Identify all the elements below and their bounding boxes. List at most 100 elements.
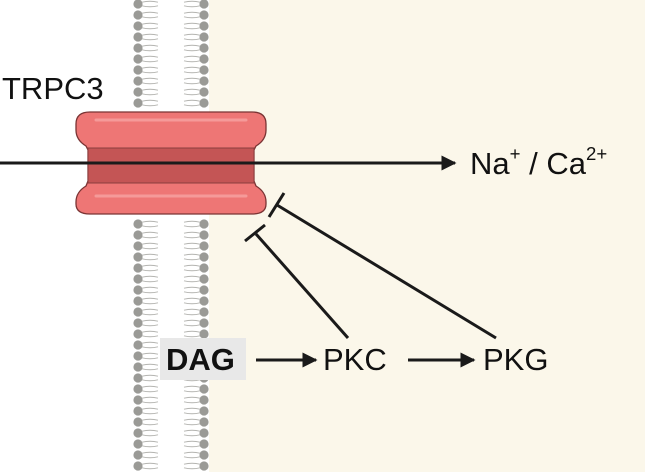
lipid-head — [133, 54, 143, 64]
lipid-tail — [141, 5, 159, 8]
lipid-tail — [183, 220, 201, 223]
lipid-tail — [141, 291, 159, 294]
lipid-tail — [183, 401, 201, 404]
lipid-tail — [183, 451, 201, 454]
lipid-head — [133, 395, 143, 405]
pkg-inhibits-trpc3 — [267, 192, 497, 340]
lipid-tail — [183, 66, 201, 69]
lipid-tail — [141, 253, 159, 256]
lipid-tail — [183, 440, 201, 443]
lipid-tail — [183, 93, 201, 96]
lipid-tail — [141, 22, 159, 25]
inhibition-line — [276, 203, 497, 340]
pkg-label: PKG — [483, 342, 549, 377]
lipid-tail — [183, 418, 201, 421]
lipid-head — [199, 318, 209, 328]
lipid-head — [133, 65, 143, 75]
lipid-tail — [183, 71, 201, 74]
lipid-tail — [141, 286, 159, 289]
dag-label: DAG — [166, 342, 235, 377]
lipid-head — [133, 329, 143, 339]
lipid-tail — [183, 324, 201, 327]
lipid-head — [199, 274, 209, 284]
lipid-tail — [141, 33, 159, 36]
lipid-tail — [141, 264, 159, 267]
lipid-tail — [183, 407, 201, 410]
lipid-head — [199, 461, 209, 471]
lipid-tail — [141, 390, 159, 393]
lipid-tail — [183, 22, 201, 25]
lipid-head — [133, 340, 143, 350]
lipid-tail — [141, 0, 159, 3]
calcium-charge: 2+ — [586, 143, 608, 165]
lipid-head — [133, 406, 143, 416]
lipid-head — [133, 87, 143, 97]
lipid-tail — [141, 445, 159, 448]
lipid-head — [199, 65, 209, 75]
lipid-tail — [183, 77, 201, 80]
lipid-tail — [141, 236, 159, 239]
lipid-head — [133, 307, 143, 317]
lipid-tail — [183, 0, 201, 3]
lipid-tail — [183, 385, 201, 388]
lipid-tail — [141, 412, 159, 415]
lipid-head — [199, 230, 209, 240]
lipid-tail — [141, 379, 159, 382]
lipid-tail — [183, 264, 201, 267]
lipid-tail — [141, 434, 159, 437]
lipid-head — [133, 285, 143, 295]
lipid-tail — [183, 44, 201, 47]
lipid-tail — [141, 242, 159, 245]
lipid-tail — [183, 445, 201, 448]
lipid-head — [133, 230, 143, 240]
lipid-tail — [141, 258, 159, 261]
lipid-tail — [141, 225, 159, 228]
lipid-tail — [183, 308, 201, 311]
lipid-tail — [141, 440, 159, 443]
lipid-tail — [141, 11, 159, 14]
sodium-charge: + — [509, 143, 521, 165]
trpc3-channel — [75, 111, 267, 215]
lipid-tail — [141, 423, 159, 426]
lipid-head — [199, 439, 209, 449]
lipid-tail — [183, 38, 201, 41]
lipid-head — [199, 417, 209, 427]
lipid-tail — [141, 104, 159, 107]
ion-flux-label: Na+ / Ca2+ — [470, 144, 607, 181]
pkc-label: PKC — [323, 342, 387, 377]
lipid-tail — [183, 275, 201, 278]
lipid-head — [133, 296, 143, 306]
lipid-tail — [183, 423, 201, 426]
lipid-head — [199, 0, 209, 9]
lipid-tail — [183, 462, 201, 465]
lipid-tail — [183, 231, 201, 234]
lipid-head — [133, 0, 143, 9]
trpc3-label: TRPC3 — [2, 71, 104, 106]
dag-highlight-box — [160, 338, 246, 380]
lipid-tail — [183, 225, 201, 228]
sodium-ion: Na — [470, 146, 510, 181]
lipid-tail — [183, 55, 201, 58]
lipid-tail — [141, 77, 159, 80]
lipid-head — [199, 406, 209, 416]
lipid-head — [199, 296, 209, 306]
lipid-tail — [183, 412, 201, 415]
lipid-tail — [141, 280, 159, 283]
lipid-head — [133, 373, 143, 383]
lipid-tail — [183, 253, 201, 256]
lipid-tail — [141, 313, 159, 316]
lipid-tail — [183, 297, 201, 300]
lipid-tail — [183, 88, 201, 91]
lipid-head — [133, 450, 143, 460]
lipid-tail — [183, 49, 201, 52]
lipid-head — [199, 263, 209, 273]
lipid-tail — [183, 313, 201, 316]
lipid-tail — [183, 247, 201, 250]
lipid-tail — [141, 401, 159, 404]
lipid-tail — [141, 38, 159, 41]
lipid-head — [133, 461, 143, 471]
lipid-head — [199, 21, 209, 31]
lipid-tail — [183, 242, 201, 245]
